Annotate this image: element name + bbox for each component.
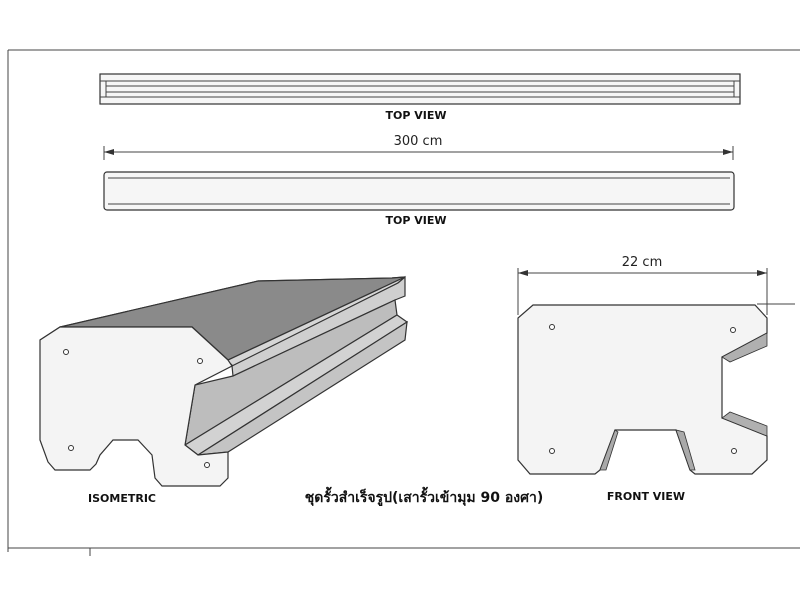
top-view-2-label: TOP VIEW (386, 214, 447, 227)
isometric-label: ISOMETRIC (88, 492, 156, 505)
front-view-label: FRONT VIEW (607, 490, 685, 503)
sheet-frame (7, 49, 800, 556)
length-dimension: 300 cm (103, 134, 734, 160)
width-dimension: 22 cm (517, 255, 795, 315)
top-view-2: TOP VIEW (103, 171, 735, 227)
top-view-1-label: TOP VIEW (386, 109, 447, 122)
front-view: FRONT VIEW (517, 304, 768, 503)
front-view-outline (517, 304, 768, 475)
isometric-view: ISOMETRIC (39, 275, 409, 505)
top-view-1-outline (99, 73, 741, 105)
width-dimension-text: 22 cm (622, 255, 663, 270)
top-view-1: TOP VIEW (99, 73, 741, 122)
drawing-caption: ชุดรั้วสำเร็จรูป(เสารั้วเข้ามุม 90 องศา) (305, 486, 544, 506)
isometric-front-face (39, 326, 233, 487)
top-view-2-outline (103, 171, 735, 211)
length-dimension-text: 300 cm (394, 134, 443, 149)
